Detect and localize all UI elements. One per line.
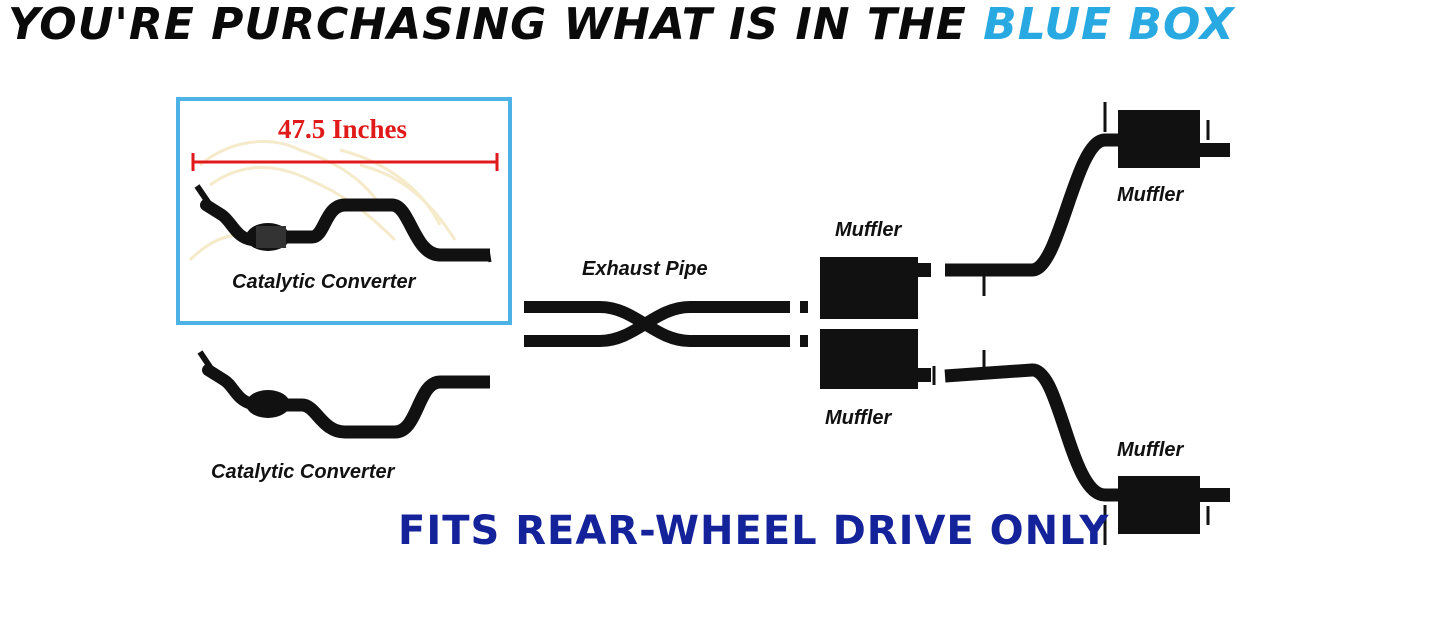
horse-watermark: [188, 140, 457, 262]
measurement-line: [191, 153, 499, 171]
fitment-note: FITS REAR-WHEEL DRIVE ONLY: [398, 508, 1110, 554]
rear-pipe-top: [945, 133, 1120, 277]
label-cat-converter-top: Catalytic Converter: [232, 271, 416, 293]
muffler-rear-bottom-part: [1118, 476, 1230, 534]
label-cat-converter-bottom: Catalytic Converter: [211, 461, 395, 483]
cat-converter-top-part: [194, 184, 492, 263]
label-muffler-mid-bottom: Muffler: [825, 407, 892, 429]
headline: YOU'RE PURCHASING WHAT IS IN THE BLUE BO…: [8, 0, 1438, 50]
measurement-label: 47.5 Inches: [278, 114, 408, 144]
headline-highlight: BLUE BOX: [983, 0, 1235, 50]
rear-pipe-bottom: [944, 363, 1120, 502]
label-exhaust-pipe: Exhaust Pipe: [582, 258, 708, 280]
label-muffler-mid-top: Muffler: [835, 219, 902, 241]
x-pipe-gaps: [800, 301, 808, 347]
muffler-mid-bottom-part: [820, 329, 936, 389]
headline-prefix: YOU'RE PURCHASING WHAT IS IN THE: [8, 0, 967, 50]
muffler-mid-top-part: [820, 257, 931, 319]
label-muffler-rear-top: Muffler: [1117, 184, 1184, 206]
muffler-rear-top-part: [1118, 110, 1230, 168]
cat-converter-bottom-part: [197, 350, 490, 439]
label-muffler-rear-bottom: Muffler: [1117, 439, 1184, 461]
x-pipe-part: [524, 301, 790, 347]
blue-box-highlight: [176, 97, 512, 325]
